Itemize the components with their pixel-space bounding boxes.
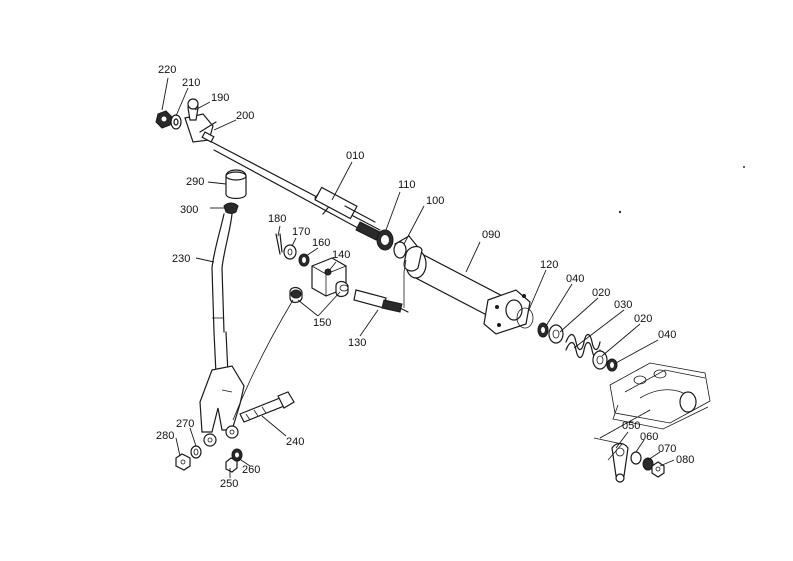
label-110: 110: [398, 179, 416, 191]
assembly-line-c: [599, 409, 651, 439]
nut-250: [225, 457, 238, 473]
label-030: 030: [614, 299, 632, 311]
assembly-line-d: [593, 437, 623, 461]
washer-070: [642, 457, 654, 471]
label-010: 010: [346, 150, 364, 162]
label-170: 170: [292, 226, 310, 238]
label-180: 180: [268, 213, 286, 225]
shift-lever-230: [211, 213, 233, 375]
label-130: 130: [348, 337, 366, 349]
shift-knob-290: [225, 169, 247, 200]
label-090: 090: [482, 229, 500, 241]
nut-280: [175, 453, 191, 471]
top-lever-assembly: [155, 98, 217, 143]
label-070: 070: [658, 443, 676, 455]
shift-rod-010: [207, 139, 381, 241]
label-160: 160: [312, 237, 330, 249]
label-260: 260: [242, 464, 260, 476]
housing-tube-090: [403, 245, 531, 335]
label-240: 240: [286, 436, 304, 448]
label-190: 190: [211, 92, 229, 104]
leader-lines: [161, 77, 675, 478]
label-140: 140: [332, 249, 350, 261]
bushing-150-a: [289, 286, 303, 304]
washer-300: [223, 202, 239, 214]
seal-120: [516, 307, 534, 329]
lever-050: [611, 442, 629, 483]
label-250: 250: [220, 478, 238, 490]
label-100: 100: [426, 195, 444, 207]
label-230: 230: [172, 253, 190, 265]
shaft-130: [353, 272, 409, 313]
label-270: 270: [176, 418, 194, 430]
speck-mark: [743, 166, 745, 168]
label-020-b: 020: [634, 313, 652, 325]
assembly-line-b: [403, 259, 407, 273]
label-220: 220: [158, 64, 176, 76]
ring-040-a: [537, 322, 549, 338]
cotter-pin-180: [275, 233, 283, 255]
label-300: 300: [180, 204, 198, 216]
lever-fork: [199, 365, 245, 447]
assembly-line-a: [232, 299, 294, 421]
speck-mark: [618, 210, 622, 214]
label-200: 200: [236, 110, 254, 122]
label-210: 210: [182, 77, 200, 89]
washer-060: [630, 451, 642, 465]
transmission-case: [599, 362, 711, 439]
label-080: 080: [676, 454, 694, 466]
label-040-b: 040: [658, 329, 676, 341]
bushing-110: [376, 229, 394, 251]
nut-080: [651, 461, 665, 478]
washer-260: [231, 448, 243, 462]
collar-020-a: [548, 324, 564, 344]
label-040-a: 040: [566, 273, 584, 285]
washer-270: [190, 445, 202, 459]
part-labels: 220 210 190 200 010 110 100 090 290 300 …: [156, 64, 694, 490]
label-120: 120: [540, 259, 558, 271]
label-050: 050: [622, 420, 640, 432]
label-280: 280: [156, 430, 174, 442]
washer-170: [283, 244, 297, 260]
bolt-240: [239, 391, 295, 423]
collar-020-b: [592, 350, 608, 370]
ring-040-b: [606, 358, 618, 372]
label-020-a: 020: [592, 287, 610, 299]
label-290: 290: [186, 176, 204, 188]
bushing-100: [393, 235, 418, 259]
nut-160: [298, 253, 310, 267]
label-150: 150: [313, 317, 331, 329]
label-060: 060: [640, 431, 658, 443]
